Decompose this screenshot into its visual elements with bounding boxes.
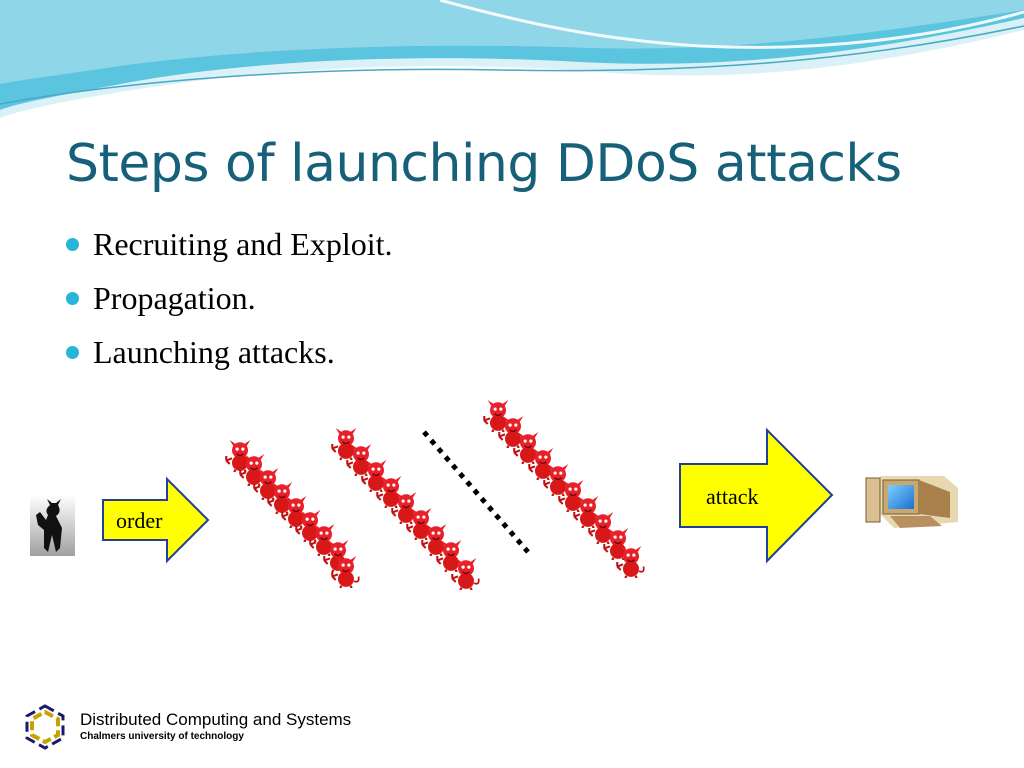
zombie-group-2 — [331, 428, 480, 590]
dcs-logo-icon — [25, 704, 65, 750]
footer-subtitle: Chalmers university of technology — [80, 731, 244, 742]
bullet-dot-icon — [66, 292, 79, 305]
bullet-item: Recruiting and Exploit. — [64, 222, 393, 276]
bullet-text: Launching attacks. — [93, 334, 335, 370]
bullet-dot-icon — [66, 346, 79, 359]
zombie-group-3 — [483, 400, 645, 578]
bullet-dot-icon — [66, 238, 79, 251]
header-wave-decoration — [0, 0, 1024, 118]
bullet-list: Recruiting and Exploit. Propagation. Lau… — [64, 222, 393, 384]
order-label: order — [116, 508, 163, 533]
ellipsis-dots — [422, 430, 530, 554]
slide-title: Steps of launching DDoS attacks — [66, 134, 902, 194]
computer-icon — [865, 476, 958, 528]
footer-title: Distributed Computing and Systems — [80, 710, 352, 729]
bullet-item: Launching attacks. — [64, 330, 393, 384]
bullet-text: Recruiting and Exploit. — [93, 226, 393, 262]
attack-arrow: attack — [679, 427, 834, 564]
bullet-text: Propagation. — [93, 280, 256, 316]
order-arrow: order — [102, 476, 210, 564]
attack-label: attack — [706, 484, 759, 509]
bullet-item: Propagation. — [64, 276, 393, 330]
attacker-icon — [30, 495, 75, 556]
ddos-diagram: order — [30, 400, 958, 590]
footer: Distributed Computing and Systems Chalme… — [22, 704, 382, 750]
zombie-group-1 — [225, 440, 360, 588]
